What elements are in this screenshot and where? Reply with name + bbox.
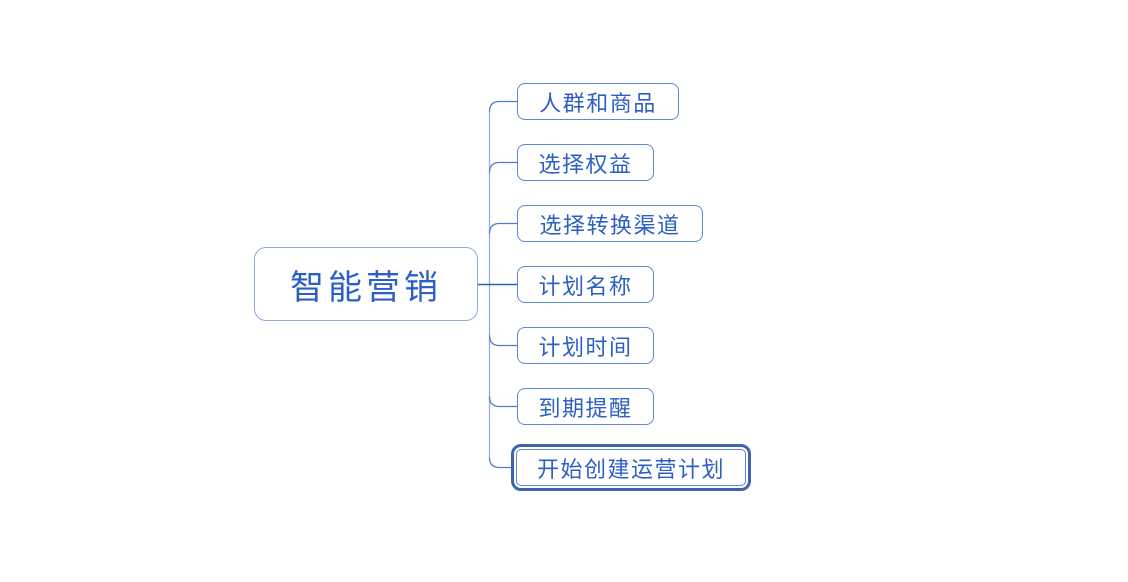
- mindmap-node-start-create-operation-plan[interactable]: 开始创建运营计划: [516, 449, 746, 486]
- mindmap-node-expiry-reminder[interactable]: 到期提醒: [517, 388, 654, 425]
- mindmap-node-crowd-and-products[interactable]: 人群和商品: [517, 83, 679, 120]
- mindmap-root-node[interactable]: 智能营销: [254, 247, 478, 321]
- selected-node-ring: 开始创建运营计划: [511, 444, 751, 491]
- mindmap-node-select-benefits[interactable]: 选择权益: [517, 144, 654, 181]
- mindmap-node-plan-name[interactable]: 计划名称: [517, 266, 654, 303]
- connector-branch-3: [488, 222, 517, 234]
- connector-branch-6: [488, 396, 517, 408]
- connector-branch-5: [488, 335, 517, 347]
- mindmap-node-select-conversion-channel[interactable]: 选择转换渠道: [517, 205, 703, 242]
- mindmap-node-plan-time[interactable]: 计划时间: [517, 327, 654, 364]
- connector-branch-7: [488, 457, 511, 469]
- connector-branch-1: [488, 100, 517, 112]
- connector-branch-2: [488, 161, 517, 173]
